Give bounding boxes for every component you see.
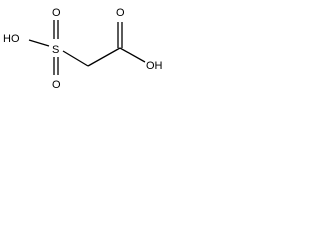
atom-label-carbonyl-oxygen: O (116, 7, 125, 19)
bond-hydroxyl-sulfur (28, 39, 50, 47)
atom-label-acid-hydroxyl: OH (146, 60, 163, 72)
atom-label-left-hydroxyl: HO (3, 33, 20, 45)
sulfoacetic-acid-structure: HO S O O O OH (3, 7, 163, 91)
atom-label-sulfonyl-oxygen-top: O (52, 7, 61, 19)
bond-methylene-carboxyl (87, 47, 121, 67)
bond-sulfur-methylene (62, 50, 89, 67)
atom-label-sulfur: S (52, 44, 59, 56)
bond-carboxyl-hydroxyl (119, 47, 146, 63)
atom-label-sulfonyl-oxygen-bottom: O (52, 79, 61, 91)
